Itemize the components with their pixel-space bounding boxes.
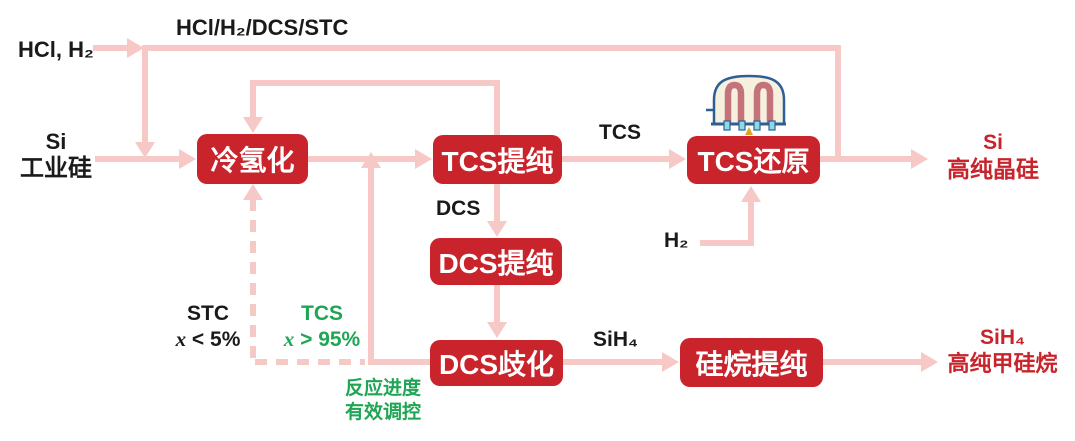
dcs-stream-label: DCS [436, 197, 481, 220]
sih4-stream-line [563, 359, 664, 365]
tcs-stream-arrowhead [669, 149, 686, 169]
monosilane-formula: SiH₄ [979, 326, 1025, 349]
top-recycle-line [142, 45, 841, 51]
polysilicon-formula: Si [983, 131, 1003, 154]
hydrogenation-to-tcs-arrowhead [415, 149, 432, 169]
tcs-return-riser [368, 167, 374, 365]
dcs-to-disproportionation-line [494, 285, 500, 324]
tcs-annotation-condition: x > 95% [283, 326, 361, 351]
tcs-return-bottom-line [371, 359, 432, 365]
tcs-annotation: TCS x > 95% [272, 302, 372, 353]
industrial-silicon-formula: Si [45, 129, 67, 154]
si-input-arrowhead [179, 149, 196, 169]
stc-dashed-riser [250, 199, 256, 359]
tcs-reduction-label: TCS还原 [697, 146, 810, 177]
h2-feed-riser [748, 201, 754, 240]
stc-dashed-bottom-line [255, 359, 365, 365]
junction-down-line [142, 48, 148, 144]
polysilicon-name: 高纯晶硅 [947, 155, 1039, 182]
hcl-input-line [93, 45, 128, 51]
stc-variable: x [175, 326, 187, 351]
stc-annotation-condition: x < 5% [175, 326, 241, 351]
dcs-disproportionation-label: DCS歧化 [438, 349, 555, 380]
hcl-h2-input-label: HCl, H₂ [18, 37, 94, 62]
control-annotation-line1: 反应进度 [344, 378, 421, 399]
dcs-to-disproportionation-arrowhead [487, 322, 507, 338]
tcs-purification-label: TCS提纯 [441, 145, 554, 177]
h2-feed-line [700, 240, 754, 246]
tcs-annotation-name: TCS [301, 302, 343, 325]
h2-stream-label: H₂ [664, 229, 689, 252]
tcs-variable: x [283, 326, 295, 351]
sih4-stream-arrowhead [662, 352, 679, 372]
stc-recycle-riser [494, 83, 500, 136]
polysilicon-output-arrowhead [911, 149, 928, 169]
monosilane-output-label: SiH₄ 高纯甲硅烷 [930, 326, 1075, 377]
monosilane-name: 高纯甲硅烷 [947, 350, 1058, 376]
stc-recycle-drop [250, 83, 256, 119]
stc-recycle-top-line [250, 80, 500, 86]
control-annotation: 反应进度 有效调控 [328, 377, 438, 426]
industrial-silicon-name: 工业硅 [20, 154, 92, 182]
cold-hydrogenation-label: 冷氢化 [210, 145, 295, 176]
tcs-reduction-box: TCS还原 [687, 136, 820, 184]
reduction-furnace-icon [704, 72, 788, 136]
dcs-purification-label: DCS提纯 [438, 247, 554, 279]
tcs-stream-line [562, 156, 671, 162]
stc-annotation: STC x < 5% [158, 302, 258, 353]
stc-recycle-arrowhead [243, 117, 263, 133]
cold-hydrogenation-box: 冷氢化 [197, 134, 308, 184]
h2-feed-arrowhead [741, 186, 761, 202]
control-annotation-line2: 有效调控 [344, 402, 421, 424]
stc-dashed-arrowhead [243, 184, 263, 200]
junction-down-arrowhead [135, 142, 155, 158]
monosilane-output-line [823, 359, 923, 365]
tcs-purification-box: TCS提纯 [433, 135, 562, 184]
dcs-purification-box: DCS提纯 [430, 238, 562, 285]
silane-purification-label: 硅烷提纯 [695, 348, 808, 380]
hcl-input-arrowhead [127, 38, 144, 58]
industrial-silicon-label: Si 工业硅 [8, 129, 104, 183]
si-input-line [95, 156, 181, 162]
polysilicon-output-line [820, 156, 913, 162]
stc-annotation-name: STC [187, 302, 229, 325]
recycle-branch-line [835, 45, 841, 162]
sih4-stream-label: SiH₄ [593, 328, 639, 351]
dcs-stream-line [494, 184, 500, 223]
tcs-stream-label: TCS [599, 121, 641, 144]
silane-purification-box: 硅烷提纯 [680, 338, 823, 387]
monosilane-output-arrowhead [921, 352, 938, 372]
polysilicon-output-label: Si 高纯晶硅 [928, 131, 1058, 183]
top-recycle-label: HCl/H₂/DCS/STC [176, 15, 349, 40]
tcs-return-arrowhead [361, 152, 381, 168]
dcs-disproportionation-box: DCS歧化 [430, 340, 563, 386]
dcs-stream-arrowhead [487, 221, 507, 237]
